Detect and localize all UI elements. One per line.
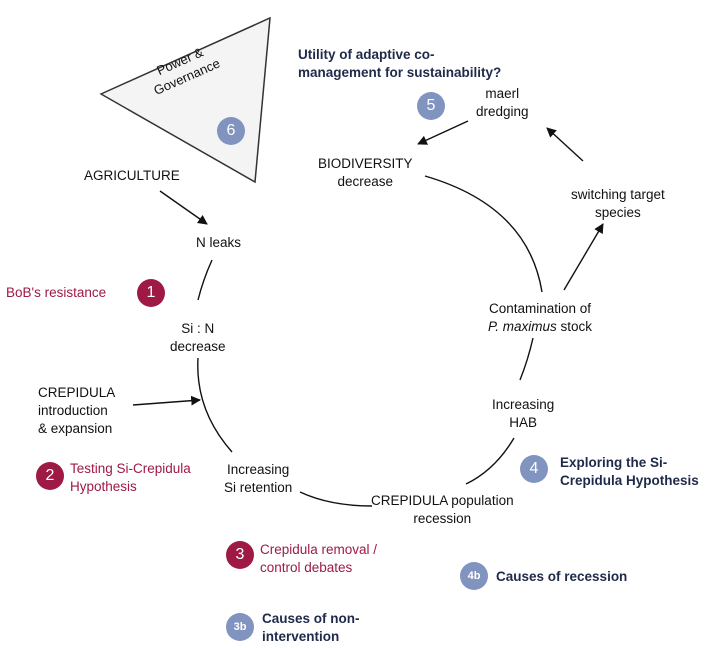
annotation-2-text: Testing Si-Crepidula Hypothesis — [70, 461, 191, 494]
arc-recession-hab — [465, 437, 515, 485]
annotation-3b-text: Causes of non- intervention — [262, 611, 360, 644]
annotation-3-text: Crepidula removal / control debates — [260, 542, 378, 575]
arc-sin-retention — [197, 357, 233, 453]
badge-4b: 4b — [460, 562, 488, 590]
node-increasing-hab: Increasing HAB — [492, 397, 555, 430]
annotation-4b-text: Causes of recession — [496, 569, 628, 584]
node-n-leaks: N leaks — [196, 235, 242, 250]
badge-3b: 3b — [226, 613, 254, 641]
node-biodiversity: BIODIVERSITY decrease — [318, 156, 413, 189]
contamination-text-2: P. maximus — [488, 318, 557, 334]
arrow-switching-maerl — [546, 127, 584, 162]
badge-5: 5 — [417, 92, 445, 120]
node-contamination: Contamination of P. maximus stock — [488, 300, 592, 336]
badge-4: 4 — [520, 455, 548, 483]
arc-retention-recession — [299, 491, 373, 507]
node-maerl-dredging: maerl dredging — [476, 86, 529, 119]
node-si-n-decrease: Si : N decrease — [170, 321, 226, 354]
arc-hab-contamination — [519, 337, 534, 381]
badge-2: 2 — [36, 462, 64, 490]
arrow-contamination-switching — [563, 223, 604, 291]
contamination-text-3: stock — [556, 318, 593, 334]
annotation-4-text: Exploring the Si- Crepidula Hypothesis — [560, 455, 699, 488]
node-agriculture: AGRICULTURE — [84, 168, 180, 183]
badge-6: 6 — [217, 117, 245, 145]
node-crepidula-introduction: CREPIDULA introduction & expansion — [38, 385, 116, 436]
contamination-text-1: Contamination of — [488, 301, 592, 316]
power-governance-triangle — [99, 16, 271, 184]
badge-3: 3 — [226, 541, 254, 569]
arrow-crepidula-sin — [132, 395, 201, 406]
arc-nleaks-sin — [197, 259, 213, 301]
badge-1: 1 — [137, 279, 165, 307]
annotation-1-text: BoB's resistance — [6, 285, 107, 300]
node-si-retention: Increasing Si retention — [224, 462, 293, 495]
node-switching-target: switching target species — [571, 187, 665, 220]
node-crepidula-recession: CREPIDULA population recession — [371, 493, 514, 526]
arrow-agriculture-nleaks — [159, 190, 208, 225]
arrow-maerl-biodiversity — [417, 120, 469, 145]
arc-contamination-biodiversity — [424, 175, 543, 293]
annotation-5-text: Utility of adaptive co- management for s… — [298, 47, 502, 80]
